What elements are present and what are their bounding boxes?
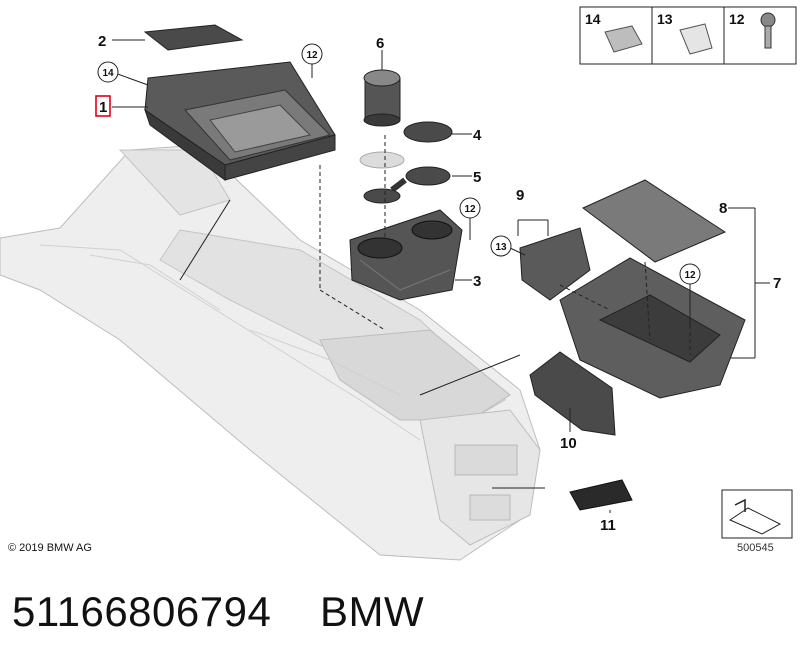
part-7-storage-box xyxy=(559,257,746,399)
part-number: 51166806794 xyxy=(12,588,272,635)
callout-7: 7 xyxy=(773,275,781,292)
part-2-cover xyxy=(143,24,244,51)
legend-14: 14 xyxy=(585,11,601,27)
copyright-text: © 2019 BMW AG xyxy=(8,542,92,554)
part-11-plate xyxy=(569,479,633,511)
part-9-bracket xyxy=(519,227,591,301)
circled-12-cupholder: 12 xyxy=(459,197,481,219)
part-1-module xyxy=(144,61,336,181)
circled-14-main: 14 xyxy=(97,61,119,83)
callout-1: 1 xyxy=(99,99,107,116)
circled-12-module: 12 xyxy=(301,43,323,65)
callout-8: 8 xyxy=(719,200,727,217)
leader-lines xyxy=(111,39,770,513)
callout-11: 11 xyxy=(600,517,616,534)
part-3-cupholder xyxy=(349,209,463,301)
center-console xyxy=(0,144,541,561)
callout-5: 5 xyxy=(473,169,481,186)
circled-callouts: 14 12 12 13 12 xyxy=(97,43,701,285)
part-4-insert xyxy=(403,121,453,143)
svg-text:12: 12 xyxy=(306,50,318,61)
svg-text:14: 14 xyxy=(102,68,114,79)
orientation-icon xyxy=(721,489,793,539)
callout-4: 4 xyxy=(473,127,482,144)
fastener-legend: 14 13 12 xyxy=(579,6,797,65)
svg-text:12: 12 xyxy=(684,270,696,281)
legend-13: 13 xyxy=(657,11,673,27)
part-8-lid xyxy=(582,179,727,263)
callout-6: 6 xyxy=(376,35,384,52)
highlight-box xyxy=(95,95,111,117)
brand-name: BMW xyxy=(320,588,425,635)
callout-2: 2 xyxy=(98,33,106,50)
callout-10: 10 xyxy=(560,435,577,452)
diagram-reference-number: 500545 xyxy=(737,542,774,554)
circled-13-bracket: 13 xyxy=(490,235,512,257)
footer-caption: 51166806794 BMW xyxy=(12,588,424,636)
spring-clip-icon xyxy=(679,23,713,55)
legend-12: 12 xyxy=(729,11,745,27)
part-10-frame xyxy=(529,351,616,436)
clip-nut-icon xyxy=(604,25,643,53)
callout-3: 3 xyxy=(473,273,481,290)
svg-text:13: 13 xyxy=(495,242,507,253)
circled-12-box: 12 xyxy=(679,263,701,285)
callout-9: 9 xyxy=(516,187,524,204)
part-5-mat xyxy=(363,166,451,204)
washer-disc xyxy=(359,151,405,169)
screw-icon xyxy=(760,12,776,49)
callouts: 1 2 6 4 5 3 9 8 7 10 11 xyxy=(98,33,781,534)
svg-text:12: 12 xyxy=(464,204,476,215)
part-6-cup xyxy=(363,69,401,127)
